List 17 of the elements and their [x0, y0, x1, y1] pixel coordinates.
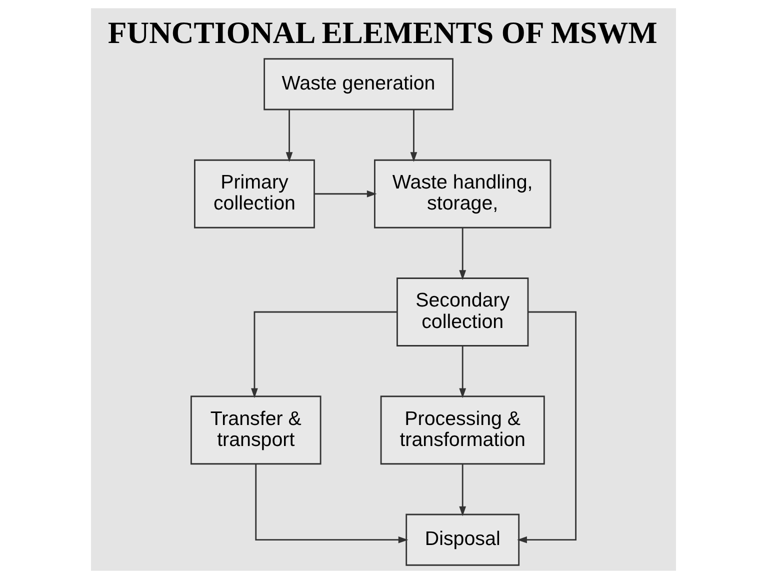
arrow [459, 346, 466, 398]
arrow [459, 464, 466, 516]
arrow [314, 190, 377, 198]
node-box: Waste handling, storage, [374, 159, 552, 228]
arrow [251, 311, 397, 398]
arrow [255, 464, 408, 544]
node-box: Secondary collection [396, 278, 529, 346]
node-box: Transfer & transport [190, 396, 322, 465]
arrow [410, 110, 418, 162]
arrow [517, 311, 576, 544]
node-box: Waste generation [264, 58, 454, 110]
diagram-title: FUNCTIONAL ELEMENTS OF MSWM [108, 14, 658, 50]
arrow [286, 110, 293, 162]
arrow [459, 228, 466, 280]
node-box: Processing & transformation [380, 396, 545, 465]
node-box: Primary collection [194, 159, 315, 228]
node-box: Disposal [406, 514, 520, 566]
